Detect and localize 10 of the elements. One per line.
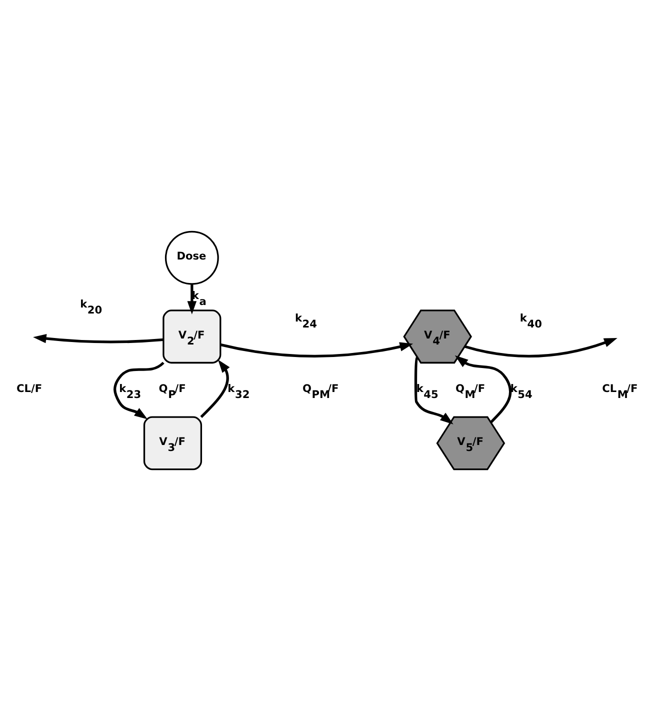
node-circle: Dose	[164, 230, 219, 285]
arrow	[414, 357, 454, 424]
arrow	[464, 338, 618, 358]
label: CL/F	[16, 382, 42, 395]
arrow	[33, 334, 164, 344]
arrow	[454, 355, 512, 423]
arrow	[187, 284, 197, 314]
arrow	[200, 360, 230, 418]
arrow	[220, 342, 414, 358]
arrow	[114, 362, 164, 420]
